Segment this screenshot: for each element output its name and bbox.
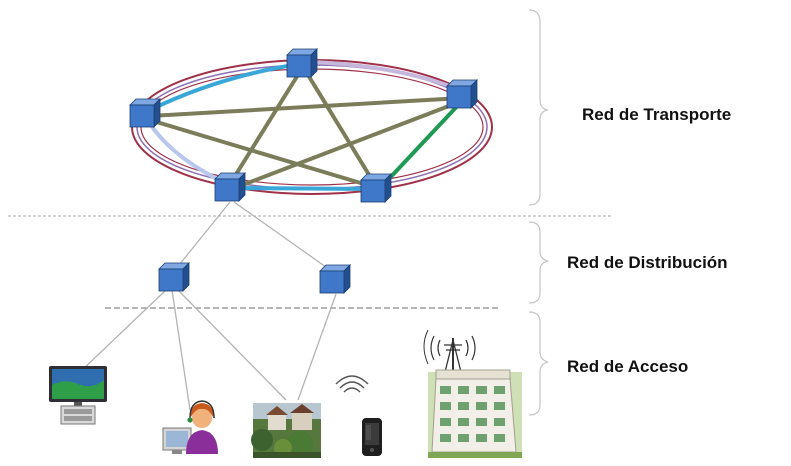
wifi-signal-icon bbox=[335, 375, 369, 393]
access-network-label: Red de Acceso bbox=[567, 357, 689, 376]
houses-photo-icon bbox=[251, 403, 321, 458]
link-lightpurple-top-right bbox=[310, 60, 462, 92]
operator-user-icon bbox=[162, 400, 218, 454]
link-olive-5 bbox=[238, 99, 464, 188]
ring-highlights bbox=[148, 60, 464, 191]
switch-icon bbox=[158, 262, 190, 292]
transport-network-label: Red de Transporte bbox=[582, 105, 732, 124]
bracket-access bbox=[528, 311, 549, 416]
link-cyan-top-left bbox=[148, 62, 302, 112]
link-olive-2 bbox=[148, 118, 376, 189]
link-olive-1 bbox=[148, 96, 464, 118]
mobile-phone-icon bbox=[362, 418, 382, 456]
switch-icon bbox=[129, 98, 161, 128]
tv-monitor-icon bbox=[49, 366, 107, 425]
switch-icon bbox=[319, 264, 351, 294]
distribution-links bbox=[79, 201, 337, 411]
transport-star-links bbox=[148, 68, 464, 189]
bracket-transport bbox=[528, 9, 549, 206]
switch-icon bbox=[214, 172, 246, 202]
link-olive-4 bbox=[303, 68, 376, 185]
switch-icon bbox=[286, 48, 318, 78]
switch-icon bbox=[360, 173, 392, 203]
distribution-network-label: Red de Distribución bbox=[567, 253, 728, 272]
antenna-icon bbox=[423, 329, 476, 373]
bracket-distribution bbox=[528, 221, 549, 304]
layer-brackets bbox=[528, 9, 549, 416]
building-icon bbox=[428, 369, 522, 458]
switch-icon bbox=[446, 79, 478, 109]
link-olive-3 bbox=[228, 68, 303, 186]
link-cyan-bottom bbox=[238, 186, 374, 191]
link-green-right bbox=[384, 99, 464, 184]
